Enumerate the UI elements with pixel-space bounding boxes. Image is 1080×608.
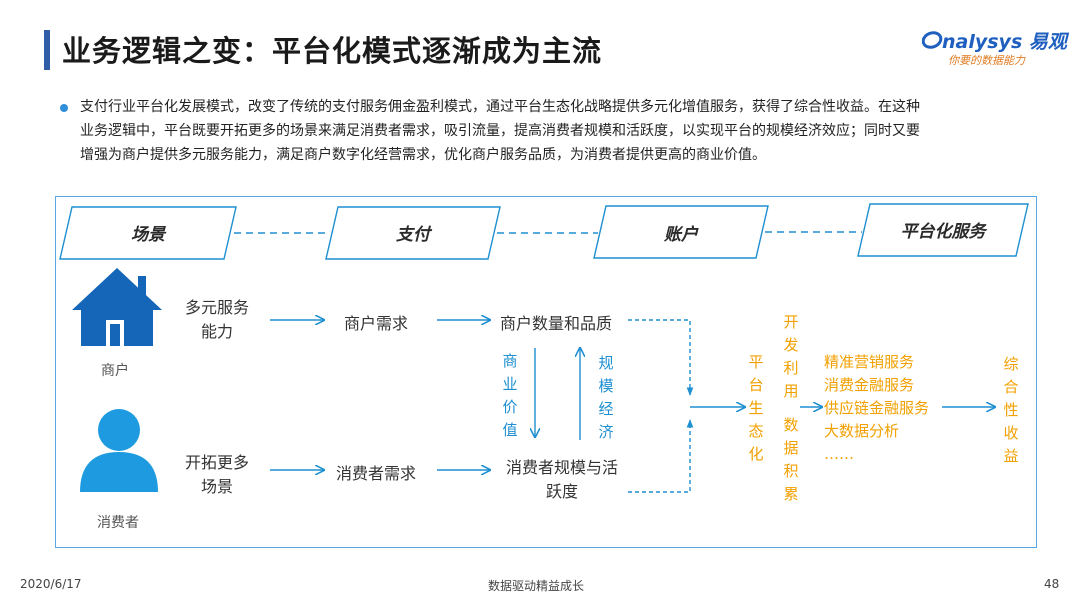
header-box-scene — [59, 206, 237, 260]
service-item: 供应链金融服务 — [824, 399, 930, 417]
logo-tagline: 你要的数据能力 — [948, 54, 1025, 67]
dash-bracket-merchant — [628, 319, 694, 396]
header-box-payment — [325, 206, 501, 260]
footer-slogan: 数据驱动精益成长 — [488, 579, 585, 593]
header-scene: 场景 — [131, 224, 165, 245]
service-item: 消费金融服务 — [824, 376, 915, 394]
consumer-scene-line: 场景 — [200, 477, 233, 496]
merchant-scene-line: 能力 — [200, 322, 233, 341]
analysys-logo: nalysys 易观 你要的数据能力 — [922, 27, 1067, 71]
service-item: 精准营销服务 — [824, 353, 915, 371]
header-box-platform — [857, 203, 1029, 257]
person-icon — [80, 409, 158, 492]
merchant-icon-label: 商户 — [101, 363, 129, 379]
logo-text: nalysys 易观 — [942, 31, 1067, 53]
service-item: …… — [824, 445, 854, 463]
footer-page-number: 48 — [1044, 577, 1060, 591]
consumer-need: 消费者需求 — [336, 464, 417, 483]
consumer-scene-line: 开拓更多 — [184, 453, 249, 472]
consumer-result-line: 消费者规模与活 — [505, 458, 618, 477]
service-item: 大数据分析 — [824, 422, 900, 440]
consumer-icon-label: 消费者 — [97, 515, 139, 531]
scale-economy-label: 规模经济 — [598, 354, 614, 441]
intro-line: 增强为商户提供多元服务能力，满足商户数字化经营需求，优化商户服务品质，为消费者提… — [80, 147, 766, 163]
consumer-scene: 开拓更多 场景 — [176, 451, 258, 499]
develop-use-label: 开发利用 — [783, 313, 799, 400]
platform-ecology-label: 平台生态化 — [748, 353, 764, 463]
consumer-result-line: 跃度 — [545, 482, 578, 501]
commercial-value-label: 商业价值 — [502, 352, 518, 439]
outcome-label: 综合性收益 — [1003, 355, 1019, 465]
merchant-scene: 多元服务 能力 — [176, 296, 258, 344]
title-accent-bar — [44, 30, 50, 70]
house-icon — [72, 268, 162, 346]
page-title: 业务逻辑之变：平台化模式逐渐成为主流 — [62, 34, 603, 68]
header-account: 账户 — [664, 224, 698, 245]
services-list: 精准营销服务 消费金融服务 供应链金融服务 大数据分析 …… — [824, 351, 929, 466]
header-box-account — [593, 205, 769, 259]
header-platform-service: 平台化服务 — [900, 221, 986, 242]
intro-line: 业务逻辑中，平台既要开拓更多的场景来满足消费者需求，吸引流量，提高消费者规模和活… — [80, 123, 920, 139]
bullet-dot-icon — [60, 104, 68, 112]
footer-date: 2020/6/17 — [20, 577, 82, 591]
data-accumulation-label: 数据积累 — [783, 416, 799, 503]
merchant-result: 商户数量和品质 — [500, 314, 613, 333]
dash-bracket-consumer — [628, 419, 694, 493]
logo-swoosh-icon — [922, 31, 943, 49]
header-payment: 支付 — [396, 224, 430, 245]
diagram-frame — [55, 196, 1037, 548]
consumer-result: 消费者规模与活 跃度 — [494, 456, 630, 504]
merchant-scene-line: 多元服务 — [184, 298, 249, 317]
intro-line: 支付行业平台化发展模式，改变了传统的支付服务佣金盈利模式，通过平台生态化战略提供… — [80, 99, 920, 115]
merchant-need: 商户需求 — [344, 314, 409, 333]
intro-paragraph: 支付行业平台化发展模式，改变了传统的支付服务佣金盈利模式，通过平台生态化战略提供… — [80, 95, 1040, 167]
